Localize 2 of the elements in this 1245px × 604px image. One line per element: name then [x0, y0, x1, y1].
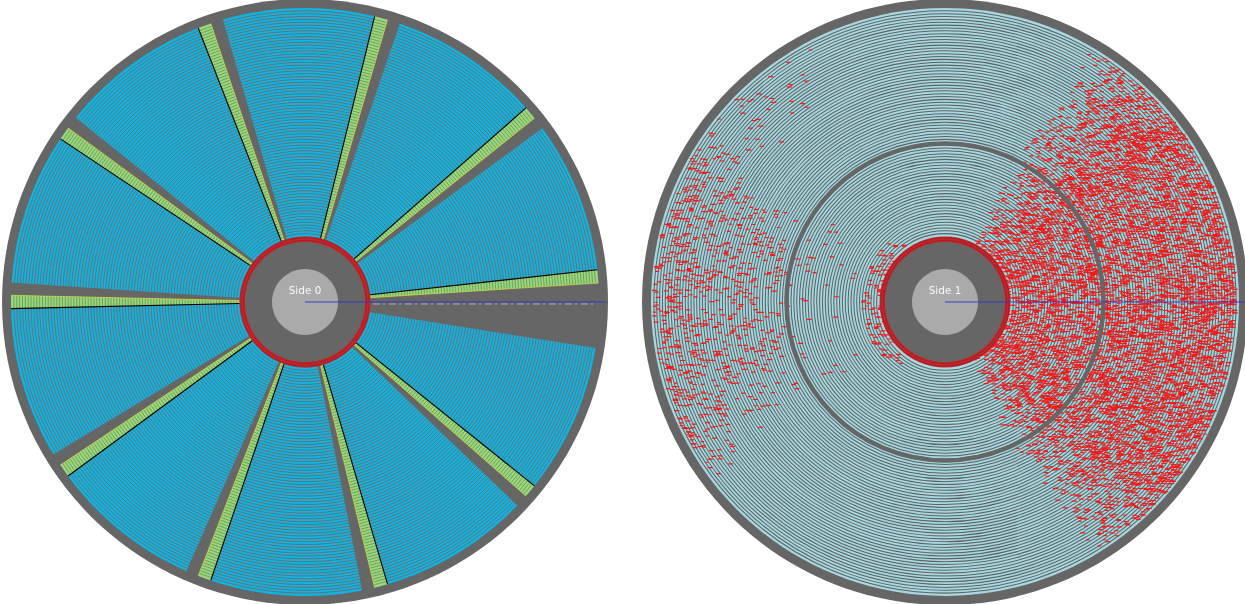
hub-label: Side 0: [272, 269, 338, 335]
hub-label: Side 1: [912, 269, 978, 335]
